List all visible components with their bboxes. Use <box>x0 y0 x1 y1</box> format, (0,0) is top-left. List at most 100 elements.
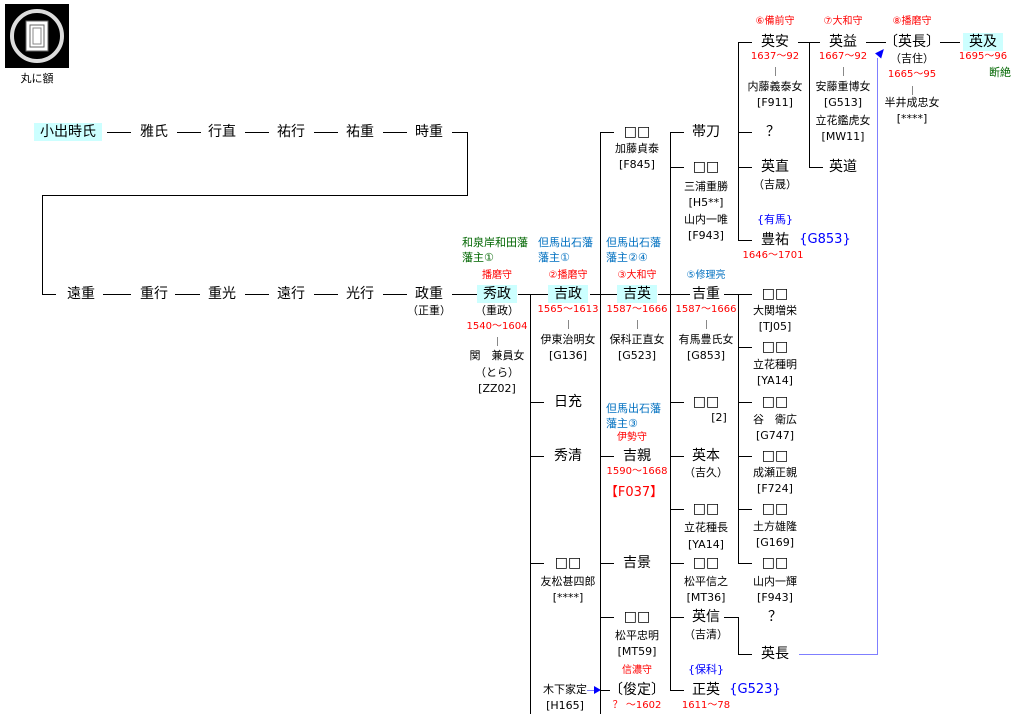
person-oide-tokiuji[interactable]: 小出時氏 <box>34 123 102 141</box>
person-yoshimasa[interactable]: 吉政 <box>548 285 588 303</box>
person[interactable]: □□ <box>761 394 789 410</box>
connector <box>600 617 614 618</box>
code: [G169] <box>755 536 795 549</box>
connector <box>452 294 478 295</box>
connector <box>670 456 684 457</box>
marriage-tick <box>637 320 638 329</box>
title: 伊勢守 <box>617 432 647 443</box>
adoption-arrow <box>799 654 877 655</box>
connector <box>518 294 548 295</box>
person[interactable]: □□ <box>761 448 789 464</box>
spouse: 成瀬正親 <box>753 466 797 479</box>
connector <box>600 456 614 457</box>
title: 播磨守 <box>482 270 512 281</box>
code: [YA14] <box>757 374 793 387</box>
connector <box>590 294 617 295</box>
title: ⑦大和守 <box>823 16 863 27</box>
connector <box>600 690 610 691</box>
person[interactable]: □□ <box>761 339 789 355</box>
code: [F943] <box>688 229 724 242</box>
connector <box>42 195 468 196</box>
code: [G136] <box>548 349 588 362</box>
person-hidenaga[interactable]: 英長 <box>761 646 789 662</box>
connector <box>314 294 338 295</box>
connector <box>530 563 544 564</box>
code: [MT36] <box>686 591 726 604</box>
spouse: 伊東治明女 <box>540 333 596 346</box>
connector <box>738 132 752 133</box>
person-hidenaga-adopted[interactable]: 〔英長〕 <box>884 34 940 50</box>
person[interactable]: 日充 <box>554 394 582 410</box>
domain-label: 但馬出石藩 <box>538 236 593 249</box>
person[interactable]: 秀清 <box>554 448 582 464</box>
title: 信濃守 <box>622 665 652 676</box>
title: ⑧播磨守 <box>892 16 932 27</box>
person[interactable]: ？ <box>766 124 780 140</box>
person[interactable]: □□ <box>623 124 651 140</box>
person[interactable]: 吉景 <box>623 555 651 571</box>
code: [TJ05] <box>758 320 792 333</box>
person[interactable]: 英直 <box>761 159 789 175</box>
alias: （吉住） <box>890 52 934 65</box>
person[interactable]: □□ <box>554 555 582 571</box>
person-yoshihide[interactable]: 吉英 <box>617 285 657 303</box>
domain-label: 藩主③ <box>606 417 638 430</box>
person[interactable]: 豊祐 <box>761 232 789 248</box>
title: ②播磨守 <box>548 270 588 281</box>
connector <box>452 132 468 133</box>
person[interactable]: 遠重 <box>67 286 95 302</box>
person[interactable]: 政重 <box>415 286 443 302</box>
connector <box>467 132 468 195</box>
person[interactable]: 木下家定 <box>543 683 587 696</box>
person-hidechika[interactable]: 英及 <box>963 33 1003 51</box>
person[interactable]: 時重 <box>415 124 443 140</box>
years: 1665～95 <box>887 69 937 80</box>
person[interactable]: 重行 <box>140 286 168 302</box>
person[interactable]: □□ <box>692 555 720 571</box>
person[interactable]: □□ <box>692 394 720 410</box>
connector <box>738 654 752 655</box>
years: 1565～1613 <box>537 304 599 315</box>
connector <box>738 294 739 564</box>
alias: （重政） <box>475 304 519 317</box>
person[interactable]: 祐行 <box>277 124 305 140</box>
person[interactable]: 祐重 <box>346 124 374 140</box>
person[interactable]: 〔俊定〕 <box>609 682 665 698</box>
spouse: 立花種長 <box>684 521 728 534</box>
person[interactable]: ？ <box>768 609 782 625</box>
connector <box>724 294 738 295</box>
connector <box>383 132 407 133</box>
person[interactable]: □□ <box>692 501 720 517</box>
person[interactable]: 英本 <box>692 448 720 464</box>
person[interactable]: 正英 <box>692 682 720 698</box>
code: [G747] <box>755 429 795 442</box>
person[interactable]: 英信 <box>692 609 720 625</box>
person-yoshishige[interactable]: 吉重 <box>692 286 720 302</box>
person[interactable]: 光行 <box>346 286 374 302</box>
spouse: 立花鑑虎女 <box>815 114 871 127</box>
connector <box>670 690 684 691</box>
person-hidemasa[interactable]: 秀政 <box>477 285 517 303</box>
person[interactable]: 重光 <box>208 286 236 302</box>
connector <box>177 132 201 133</box>
person[interactable]: 吉親 <box>623 448 651 464</box>
person[interactable]: 行直 <box>208 124 236 140</box>
person[interactable]: 帯刀 <box>692 124 720 140</box>
person[interactable]: 雅氏 <box>140 124 168 140</box>
person[interactable]: □□ <box>761 501 789 517</box>
person[interactable]: □□ <box>761 555 789 571</box>
person[interactable]: □□ <box>761 286 789 302</box>
person[interactable]: □□ <box>692 159 720 175</box>
person[interactable]: 遠行 <box>277 286 305 302</box>
connector <box>600 563 614 564</box>
code: [F943] <box>757 591 793 604</box>
connector <box>670 617 684 618</box>
person[interactable]: □□ <box>623 609 651 625</box>
marriage-tick <box>706 320 707 329</box>
person-hidemasu[interactable]: 英益 <box>829 34 857 50</box>
years: 1587～1666 <box>606 304 668 315</box>
person[interactable]: 英道 <box>829 159 857 175</box>
code: [F845] <box>619 158 655 171</box>
code: [H165] <box>546 699 584 712</box>
person-hideyasu[interactable]: 英安 <box>761 34 789 50</box>
